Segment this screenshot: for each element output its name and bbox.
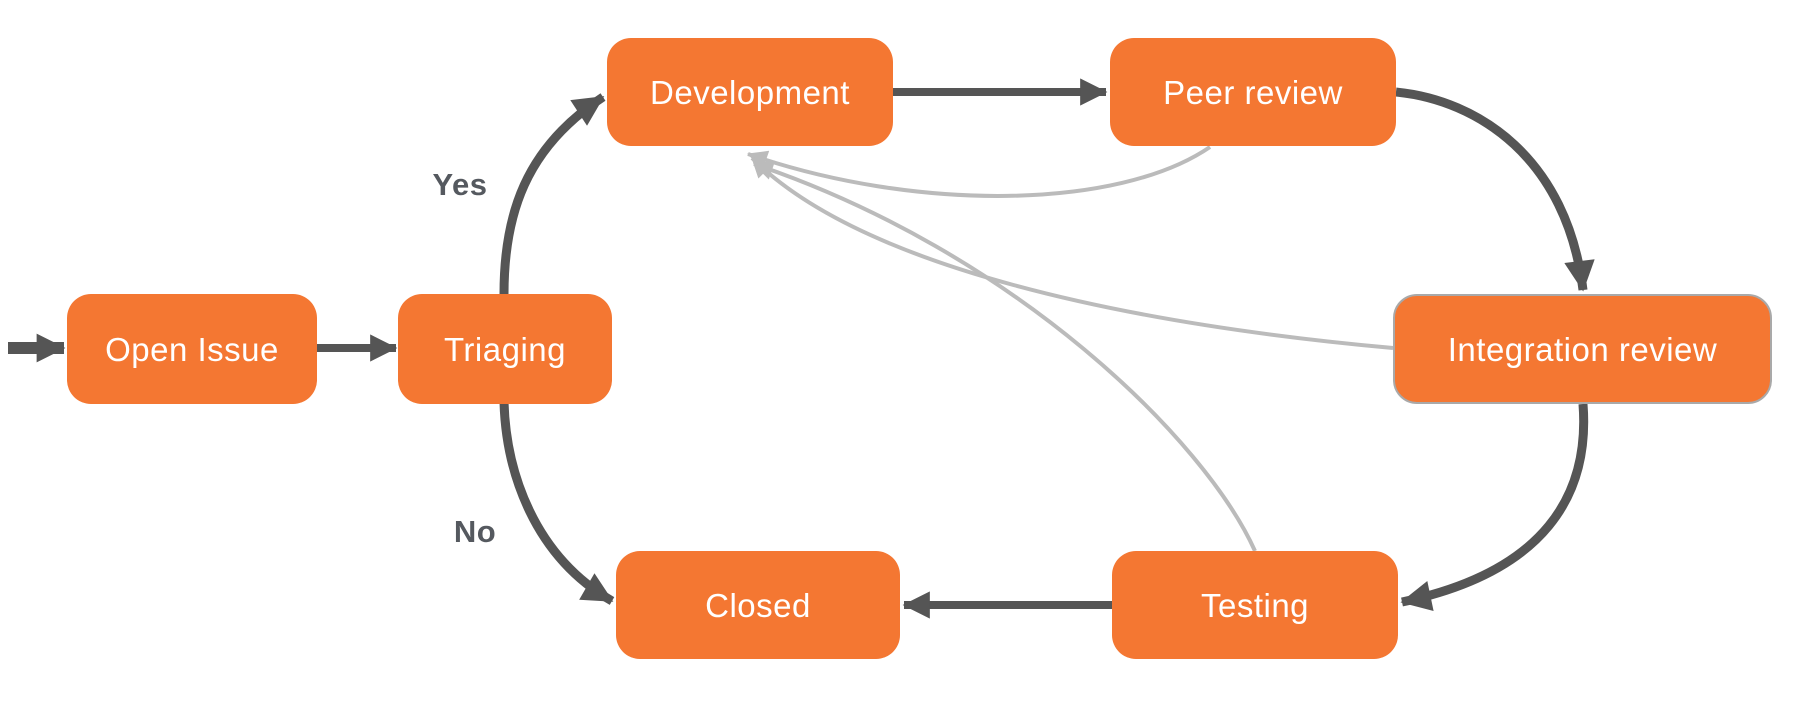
edge-peer-review-to-integration-review-arrow xyxy=(1395,87,1595,292)
node-triaging-label: Triaging xyxy=(444,330,566,368)
node-open-issue-label: Open Issue xyxy=(105,330,279,368)
edge-triaging-to-closed-arrow xyxy=(499,401,615,605)
node-development: Development xyxy=(607,38,893,146)
node-open-issue: Open Issue xyxy=(67,294,317,404)
node-integration-review: Integration review xyxy=(1393,294,1772,404)
edge-integration-review-to-testing-arrow xyxy=(1400,403,1589,611)
node-testing: Testing xyxy=(1112,551,1398,659)
node-triaging: Triaging xyxy=(398,294,612,404)
node-integration-review-label: Integration review xyxy=(1447,330,1718,368)
edge-integration-review-to-development-arrow xyxy=(750,156,1394,350)
edge-testing-to-development-arrow xyxy=(753,160,1257,552)
edge-label-no: No xyxy=(453,514,497,549)
node-closed-label: Closed xyxy=(705,586,811,624)
node-development-label: Development xyxy=(650,73,850,111)
node-closed: Closed xyxy=(616,551,900,659)
edge-peer-review-to-development-arrow xyxy=(747,145,1212,198)
node-testing-label: Testing xyxy=(1200,586,1310,624)
node-peer-review: Peer review xyxy=(1110,38,1396,146)
node-peer-review-label: Peer review xyxy=(1163,73,1343,111)
edge-label-yes: Yes xyxy=(432,167,488,202)
edge-triaging-to-development-arrow xyxy=(499,93,606,295)
